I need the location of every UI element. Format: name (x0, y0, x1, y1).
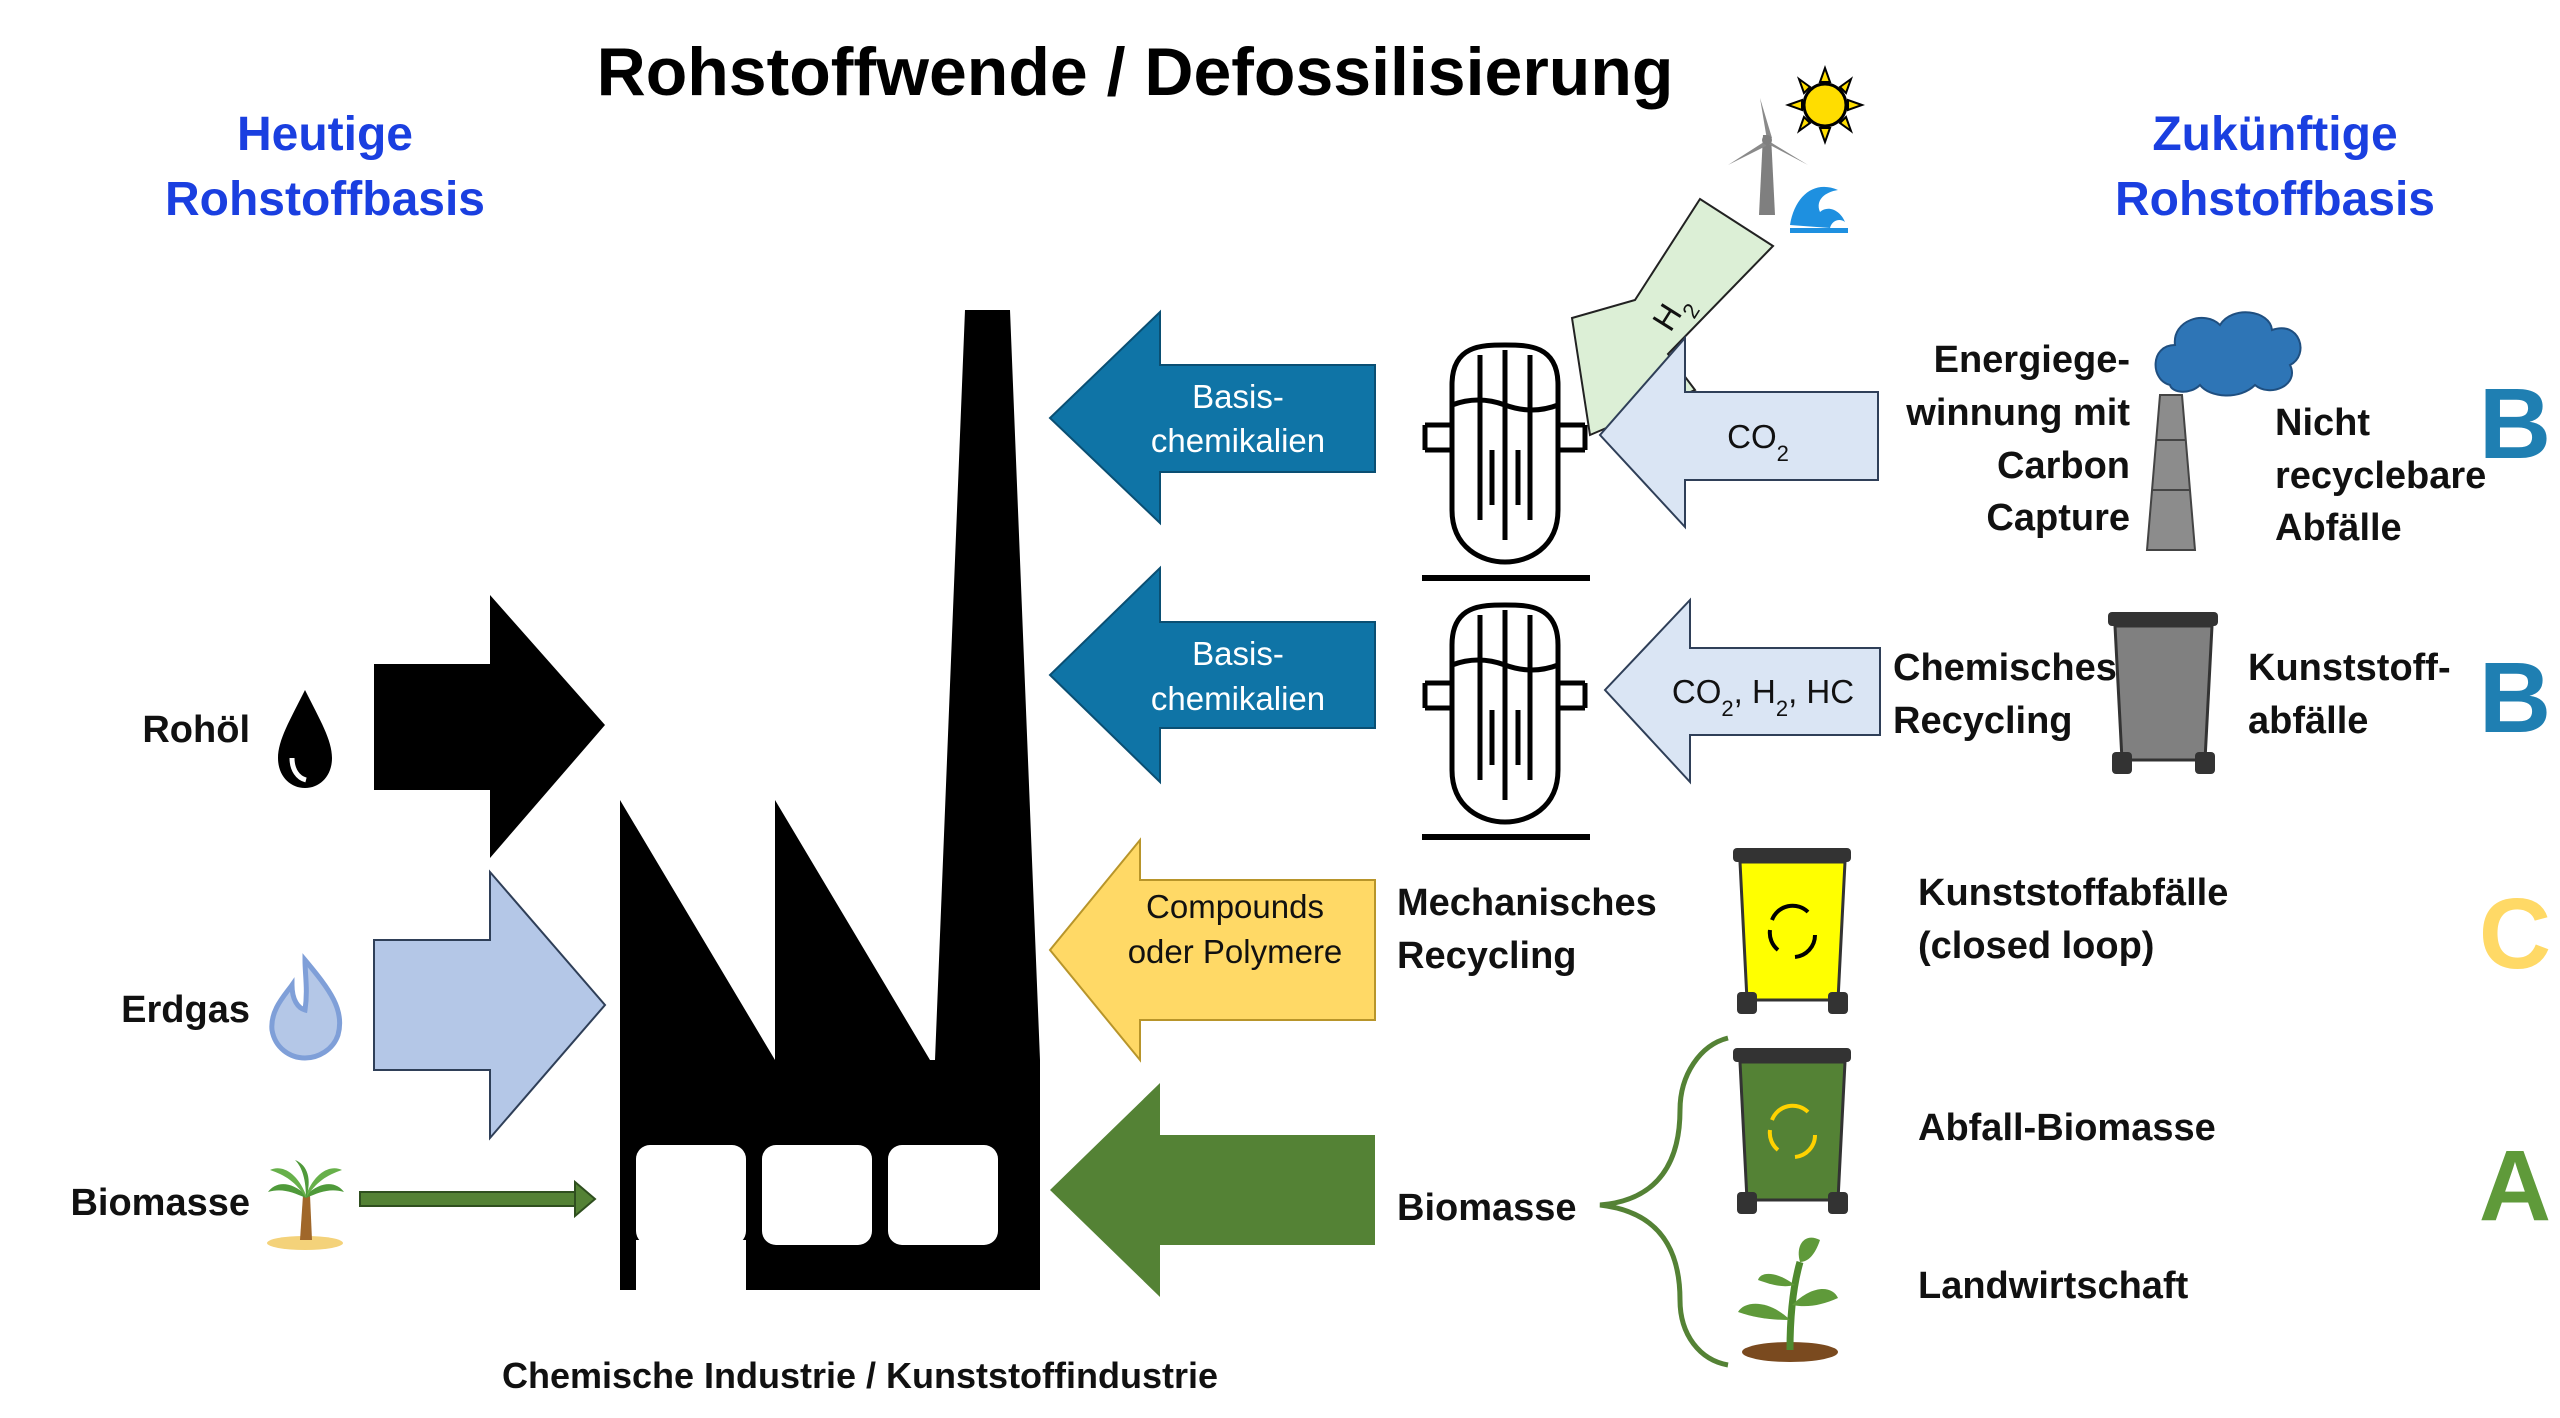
biomass-thin-arrow (359, 1179, 597, 1219)
factory-icon (620, 310, 1040, 1290)
reactor-icon-1 (1422, 342, 1590, 581)
left-heading-line1: Heutige (237, 108, 413, 161)
co2-arrow: CO2 (1598, 335, 1879, 530)
svg-text:Abfälle: Abfälle (2275, 507, 2402, 549)
biomass-arrow (1050, 1083, 1375, 1297)
oil-drop-icon (278, 690, 332, 788)
non-recyclable-label: Nicht recyclebare Abfälle (2275, 402, 2486, 549)
svg-text:Compounds: Compounds (1146, 888, 1324, 925)
svg-text:winnung mit: winnung mit (1905, 392, 2130, 434)
energy-recovery-label: Energiege- winnung mit Carbon Capture (1905, 339, 2130, 539)
crude-oil-arrow (374, 595, 605, 858)
svg-text:abfälle: abfälle (2248, 700, 2368, 742)
mechanical-recycling-label: Mechanisches Recycling (1397, 882, 1657, 977)
left-heading-line2: Rohstoffbasis (165, 173, 485, 226)
right-heading-line1: Zukünftige (2152, 108, 2397, 161)
svg-text:CO2: CO2 (1727, 418, 1789, 466)
svg-text:Chemisches: Chemisches (1893, 647, 2117, 689)
wind-turbine-icon (1728, 98, 1808, 215)
svg-text:Mechanisches: Mechanisches (1397, 882, 1657, 924)
compounds-arrow: Compounds oder Polymere (1048, 837, 1376, 1063)
grade-b-row1: B (2479, 368, 2551, 480)
grade-c-row3: C (2479, 878, 2551, 990)
closed-loop-label: Kunststoffabfälle (closed loop) (1918, 872, 2228, 967)
palm-tree-icon (267, 1160, 344, 1250)
industry-label: Chemische Industrie / Kunststoffindustri… (502, 1355, 1218, 1396)
gas-flame-icon (269, 953, 343, 1061)
svg-text:Nicht: Nicht (2275, 402, 2370, 444)
svg-text:Capture: Capture (1986, 497, 2130, 539)
svg-text:Basis-: Basis- (1192, 378, 1284, 415)
svg-text:chemikalien: chemikalien (1151, 680, 1325, 717)
wave-icon (1790, 186, 1848, 233)
chemical-recycling-label: Chemisches Recycling (1893, 647, 2117, 742)
svg-text:CO2, H2, HC: CO2, H2, HC (1672, 673, 1854, 721)
biomass-future-label: Biomasse (1397, 1187, 1577, 1229)
svg-text:recyclebare: recyclebare (2275, 455, 2486, 497)
svg-text:Kunststoffabfälle: Kunststoffabfälle (1918, 872, 2228, 914)
co2-h2-hc-arrow: CO2, H2, HC (1603, 597, 1881, 785)
smokestack-icon (2145, 394, 2197, 551)
svg-text:Recycling: Recycling (1397, 935, 1577, 977)
yellow-bin-icon (1733, 848, 1851, 1014)
crude-oil-label: Rohöl (142, 709, 250, 751)
natural-gas-label: Erdgas (121, 989, 250, 1031)
recycle-icon-2 (1767, 1103, 1818, 1159)
page-title: Rohstoffwende / Defossilisierung (597, 34, 1674, 110)
svg-text:oder Polymere: oder Polymere (1128, 933, 1343, 970)
green-bin-icon (1733, 1048, 1851, 1214)
biomass-brace (1599, 1035, 1729, 1368)
natural-gas-arrow (373, 869, 607, 1141)
grey-bin-icon (2108, 612, 2218, 774)
svg-text:Carbon: Carbon (1997, 445, 2130, 487)
svg-text:Energiege-: Energiege- (1934, 339, 2130, 381)
svg-text:Recycling: Recycling (1893, 700, 2073, 742)
plastic-waste-label: Kunststoff- abfälle (2248, 647, 2451, 742)
svg-text:Kunststoff-: Kunststoff- (2248, 647, 2451, 689)
agriculture-label: Landwirtschaft (1918, 1265, 2189, 1307)
basis-chemicals-arrow-2: Basis- chemikalien (1048, 565, 1376, 785)
seedling-icon (1738, 1237, 1838, 1362)
recycle-icon (1767, 903, 1818, 959)
waste-biomass-label: Abfall-Biomasse (1918, 1107, 2216, 1149)
h2-arrow: H2 (1570, 197, 1775, 437)
cloud-icon (2154, 311, 2302, 397)
svg-text:chemikalien: chemikalien (1151, 422, 1325, 459)
grade-b-row2: B (2479, 642, 2551, 754)
right-heading-line2: Rohstoffbasis (2115, 173, 2435, 226)
basis-chemicals-arrow-1: Basis- chemikalien (1048, 309, 1376, 526)
sun-icon (1785, 65, 1865, 145)
svg-text:Basis-: Basis- (1192, 635, 1284, 672)
reactor-icon-2 (1422, 602, 1590, 840)
biomass-today-label: Biomasse (70, 1182, 250, 1224)
grade-a-row4: A (2479, 1130, 2551, 1242)
svg-text:(closed loop): (closed loop) (1918, 925, 2154, 967)
